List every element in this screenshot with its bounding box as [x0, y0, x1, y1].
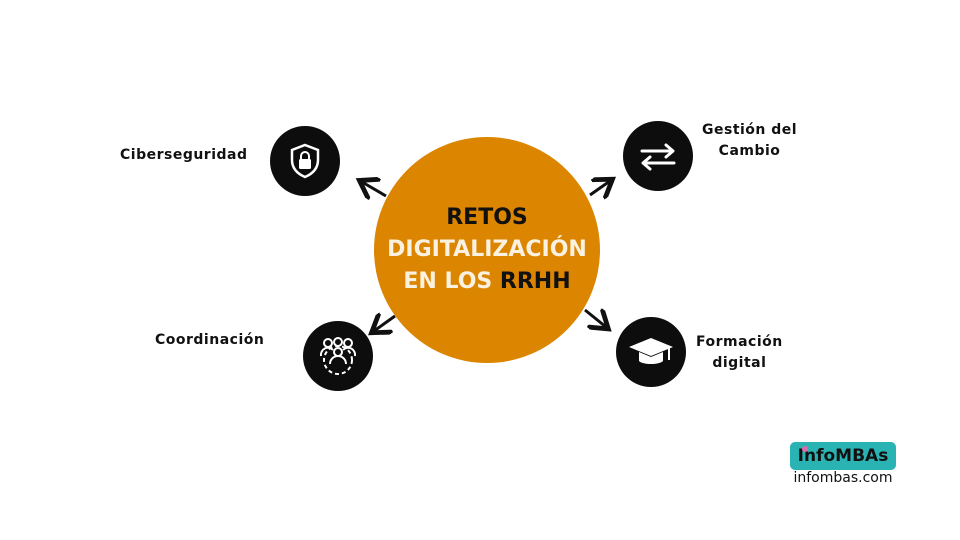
center-line3a: EN LOS	[403, 269, 500, 294]
graduation-cap-icon	[616, 317, 686, 387]
central-topic: RETOS DIGITALIZACIÓN EN LOS RRHH	[374, 137, 600, 363]
center-line2: DIGITALIZACIÓN	[387, 237, 587, 262]
team-gear-icon	[303, 321, 373, 391]
center-line1: RETOS	[446, 205, 528, 230]
label-formacion-digital: Formación digital	[696, 332, 783, 374]
logo-text: InfoMBAs	[797, 446, 889, 466]
arrow-gestion	[589, 181, 610, 195]
arrow-coordinacion	[374, 316, 396, 331]
label-formacion-line2: digital	[712, 355, 767, 371]
swap-arrows-icon	[623, 121, 693, 191]
label-gestion-line1: Gestión del	[702, 122, 798, 138]
arrow-formacion	[584, 310, 606, 327]
center-line3b: RRHH	[499, 269, 571, 294]
label-gestion-line2: Cambio	[718, 143, 781, 159]
label-formacion-line1: Formación	[696, 334, 783, 350]
logo-dot	[802, 446, 808, 452]
shield-lock-icon	[270, 126, 340, 196]
logo-url: infombas.com	[793, 470, 893, 486]
label-ciberseguridad: Ciberseguridad	[120, 147, 248, 163]
arrow-ciberseguridad	[362, 182, 387, 196]
label-coordinacion: Coordinación	[155, 332, 265, 348]
